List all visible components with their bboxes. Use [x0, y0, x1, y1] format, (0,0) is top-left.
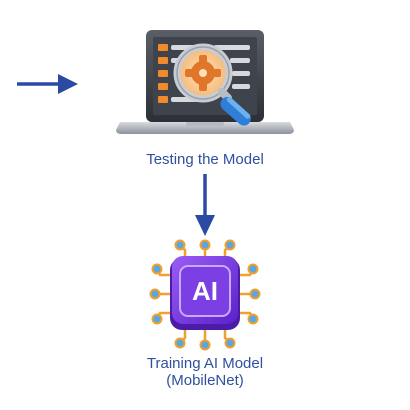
chip-label: AI	[192, 276, 218, 306]
flow-arrow-down	[195, 174, 215, 236]
laptop-magnifier-icon	[116, 30, 294, 134]
training-node-label: Training AI Model (MobileNet)	[95, 355, 315, 389]
ai-chip-icon: AI	[149, 239, 261, 351]
incoming-arrow	[17, 74, 78, 94]
training-label-line1: Training AI Model	[146, 355, 264, 372]
testing-node-label: Testing the Model	[146, 151, 264, 168]
training-label-line2: (MobileNet)	[166, 372, 244, 389]
